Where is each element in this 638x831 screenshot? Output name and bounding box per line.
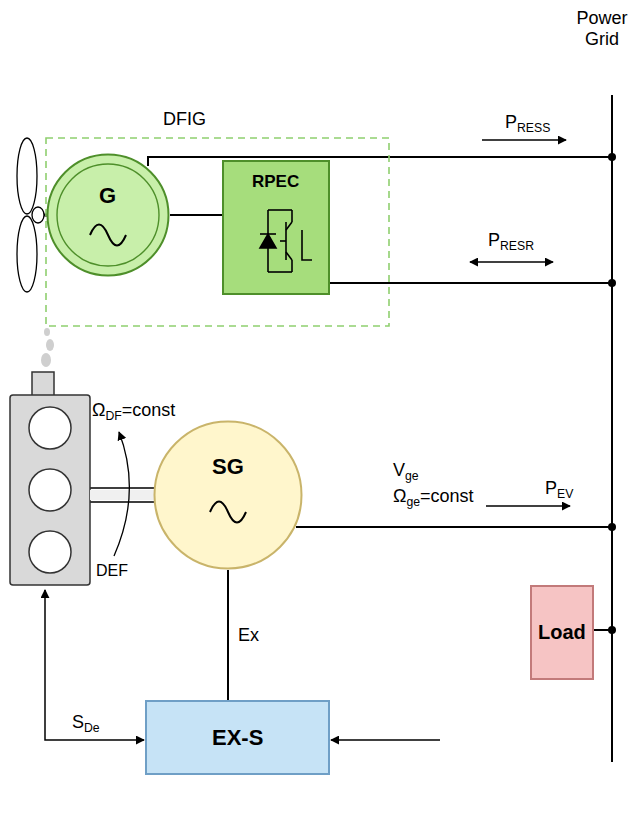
speed-label: Ωge=const — [393, 486, 474, 509]
feeder-wire-part — [594, 629, 612, 631]
drive-shaft — [90, 488, 156, 502]
drive-shaft-part — [90, 487, 156, 489]
signal-name: SDe — [72, 712, 100, 735]
diesel-engine — [10, 372, 90, 585]
diesel-engine-part — [29, 469, 71, 511]
node-text: G — [99, 183, 116, 208]
diesel-engine-part — [32, 372, 54, 396]
connector — [227, 570, 229, 700]
converter-box-outline-part-part — [280, 240, 286, 242]
converter-box-outline-part-part — [286, 252, 292, 260]
converter-box-outline-part-part — [268, 271, 292, 273]
power-arrow — [470, 140, 570, 506]
node-text: SG — [212, 454, 244, 479]
node-text: DFIG — [163, 109, 206, 130]
generator-circle-outline-part — [57, 164, 159, 266]
power-arrow-part — [486, 505, 570, 507]
speed-arrow — [114, 432, 129, 556]
generator-circle-outline-part — [210, 502, 246, 523]
drive-shaft-part — [90, 501, 156, 503]
control-signal-part — [331, 739, 440, 741]
power-label: PRESR — [488, 230, 534, 253]
load-box-outline-part — [531, 586, 593, 679]
diesel-engine-part — [29, 531, 71, 573]
exciter-box-outline-part — [146, 701, 329, 774]
dfig-group-outline-part — [46, 138, 389, 326]
diesel-engine-part — [10, 395, 90, 585]
generator-circle: G — [46, 153, 170, 277]
converter-box-outline-part-part — [291, 210, 293, 222]
converter-box-outline-part-part — [260, 234, 276, 248]
generator-circle: SG — [153, 420, 303, 570]
converter-box-outline-part-part — [302, 230, 312, 260]
converter-box-outline-part-part — [286, 222, 292, 230]
converter-box-outline-part-part — [268, 209, 292, 211]
grid-label: Power Grid — [570, 8, 634, 49]
node-text: Load — [538, 621, 586, 644]
wind-turbine-part — [32, 207, 44, 223]
wind-turbine-part — [17, 138, 37, 214]
grid-bus-part — [611, 95, 613, 762]
generator-circle-outline-part — [90, 225, 126, 246]
speed-arrow-part — [114, 432, 129, 556]
node-text: RPEC — [252, 172, 299, 192]
generator-circle-outline — [153, 420, 303, 570]
control-signal-part — [45, 590, 144, 740]
dfig-group: DFIGGRPEC — [45, 137, 390, 327]
voltage-label: Vge — [393, 460, 419, 483]
power-label: PRESS — [505, 112, 550, 135]
power-arrow-part — [482, 139, 566, 141]
exciter-box: EX-S — [145, 700, 330, 775]
drive-shaft-part — [90, 501, 156, 503]
power-label: PEV — [545, 478, 573, 501]
feeder-wire-part — [148, 157, 612, 166]
feeder-wire — [148, 157, 612, 630]
edge-label: Ex — [238, 625, 259, 646]
speed-label: ΩDF=const — [92, 400, 175, 423]
feeder-wire-part — [330, 282, 612, 284]
converter-box: RPEC — [222, 160, 330, 295]
exhaust-smoke-part — [41, 353, 51, 367]
load-box: Load — [530, 585, 594, 680]
generator-circle-outline-part — [48, 155, 169, 276]
engine-label: DEF — [96, 562, 128, 580]
feeder-wire-part — [296, 526, 612, 528]
exhaust-smoke-part — [44, 328, 50, 336]
drive-shaft-part — [90, 490, 156, 500]
power-arrow-part — [470, 261, 553, 263]
exhaust-smoke-part — [46, 339, 54, 351]
generator-circle-outline-part-part — [210, 502, 246, 523]
generator-circle-outline-part — [155, 422, 302, 569]
converter-box-outline-part — [223, 161, 329, 294]
grid-bus — [608, 95, 616, 762]
diesel-engine-part — [29, 407, 71, 449]
generator-circle-outline — [46, 153, 170, 277]
converter-box-outline-part — [260, 210, 312, 272]
exhaust-smoke — [41, 328, 54, 367]
converter-box-outline-part-part — [291, 260, 293, 272]
connector — [170, 214, 222, 216]
generator-circle-outline-part-part — [90, 225, 126, 246]
drive-shaft-part — [90, 487, 156, 489]
wind-turbine-part — [17, 216, 37, 292]
node-text: EX-S — [212, 725, 263, 750]
wind-turbine — [17, 138, 47, 292]
converter-box-outline-part-part — [260, 233, 276, 235]
